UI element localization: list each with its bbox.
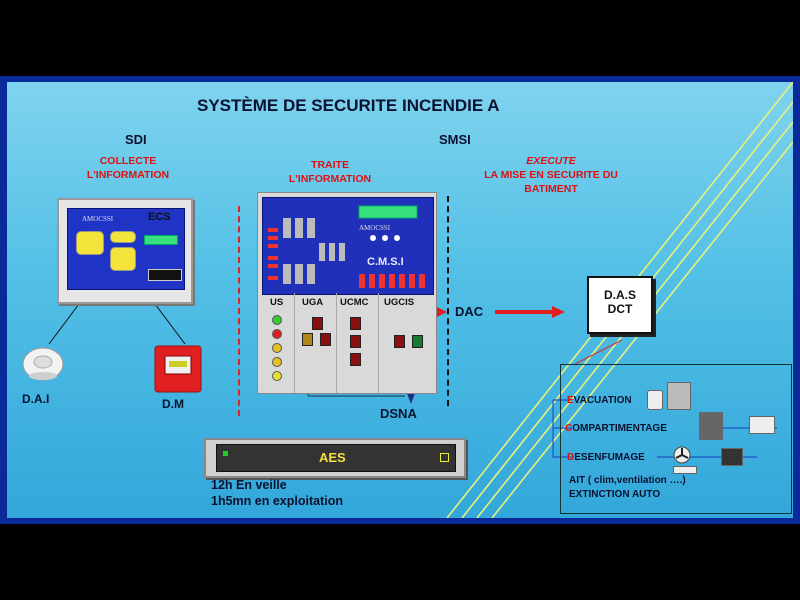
us-column (258, 293, 295, 393)
dac-to-das-arrow (552, 306, 565, 318)
page-title: SYSTÈME DE SECURITE INCENDIE A (197, 96, 500, 115)
das-line1: D.A.S (603, 288, 636, 302)
us-led-yellow (272, 371, 282, 381)
uga-indicator (312, 317, 323, 330)
us-led-yellow (272, 343, 282, 353)
ugcis-column (378, 293, 434, 393)
das-to-equipment-line (574, 339, 623, 365)
elevator-door-icon (667, 382, 691, 410)
sdi-header: SDI (125, 132, 147, 147)
us-led-yellow (272, 357, 282, 367)
ecs-keypad (148, 269, 182, 281)
ecs-yellow-button (76, 231, 104, 255)
uga-indicator (302, 333, 313, 346)
slide: SYSTÈME DE SECURITE INCENDIE A SDI SMSI … (0, 76, 800, 524)
aes-unit: AES (204, 438, 466, 478)
equipment-evacuation: EVACUATION (567, 395, 632, 406)
equipment-compartimentage: COMPARTIMENTAGE (565, 423, 667, 434)
us-led-green (272, 315, 282, 325)
ucmc-indicator (350, 353, 361, 366)
aes-led (223, 451, 228, 456)
cmsi-switch-grid (268, 205, 425, 288)
ucmc-indicator (350, 317, 361, 330)
ecs-screen: AMOCSSI ECS (67, 208, 185, 290)
ecs-panel: AMOCSSI ECS (57, 198, 193, 304)
ecs-yellow-button (110, 247, 136, 271)
evacuation-alarm-icon (647, 390, 663, 410)
equipment-ait: AIT ( clim,ventilation ….) (569, 475, 686, 486)
aes-operation: 1h5mn en exploitation (211, 494, 343, 508)
equipment-box (560, 364, 792, 514)
column-label-us: US (270, 297, 284, 308)
ecs-display (144, 235, 178, 245)
manual-call-point-icon (154, 345, 202, 393)
fan-panel-icon (673, 466, 697, 474)
smsi-description: EXECUTE LA MISE EN SECURITE DU BATIMENT (484, 155, 618, 195)
door-holder-icon (749, 416, 775, 434)
diagram-canvas: SYSTÈME DE SECURITE INCENDIE A SDI SMSI … (7, 82, 793, 518)
uga-indicator (320, 333, 331, 346)
smoke-detector-icon (22, 347, 64, 381)
sdi-cmsi-separator (238, 206, 240, 416)
equipment-extinction: EXTINCTION AUTO (569, 489, 661, 500)
das-line2: DCT (607, 302, 633, 316)
cmsi-smsi-separator (447, 196, 449, 406)
das-box: D.A.S DCT (587, 276, 653, 334)
cmsi-cabinet: AMOCSSI C.M.S.I US UGA UCMC UGCIS (257, 192, 437, 394)
aes-display: AES (216, 444, 456, 472)
smsi-header: SMSI (439, 132, 471, 147)
cmsi-to-dac-arrow (435, 306, 447, 318)
cmsi-brand: AMOCSSI (359, 224, 391, 232)
ecs-brand: AMOCSSI (82, 215, 114, 223)
smoke-damper-icon (721, 448, 743, 466)
ecs-label: ECS (148, 211, 171, 223)
equipment-desenfumage: DESENFUMAGE (567, 452, 645, 463)
ecs-to-dm-line (151, 299, 186, 345)
us-led-red (272, 329, 282, 339)
column-label-uga: UGA (302, 297, 324, 308)
aes-label: AES (319, 450, 346, 465)
ecs-yellow-button (110, 231, 136, 243)
ucmc-column (336, 293, 379, 393)
aes-indicator (440, 453, 449, 462)
cmsi-label: C.M.S.I (367, 256, 404, 268)
ucmc-indicator (350, 335, 361, 348)
fan-icon (673, 446, 691, 464)
dai-label: D.A.I (22, 392, 50, 406)
ugcis-indicator (412, 335, 423, 348)
ecs-to-dai-line (48, 299, 83, 345)
fire-door-icon (699, 412, 723, 440)
dsna-label: DSNA (380, 406, 417, 421)
cmsi-display-panel: AMOCSSI C.M.S.I (262, 197, 434, 295)
ugcis-indicator (394, 335, 405, 348)
dm-label: D.M (162, 397, 184, 411)
aes-standby: 12h En veille (211, 478, 287, 492)
dac-label: DAC (455, 304, 484, 319)
column-label-ugcis: UGCIS (384, 297, 415, 308)
uga-column (294, 293, 337, 393)
column-label-ucmc: UCMC (340, 297, 369, 308)
